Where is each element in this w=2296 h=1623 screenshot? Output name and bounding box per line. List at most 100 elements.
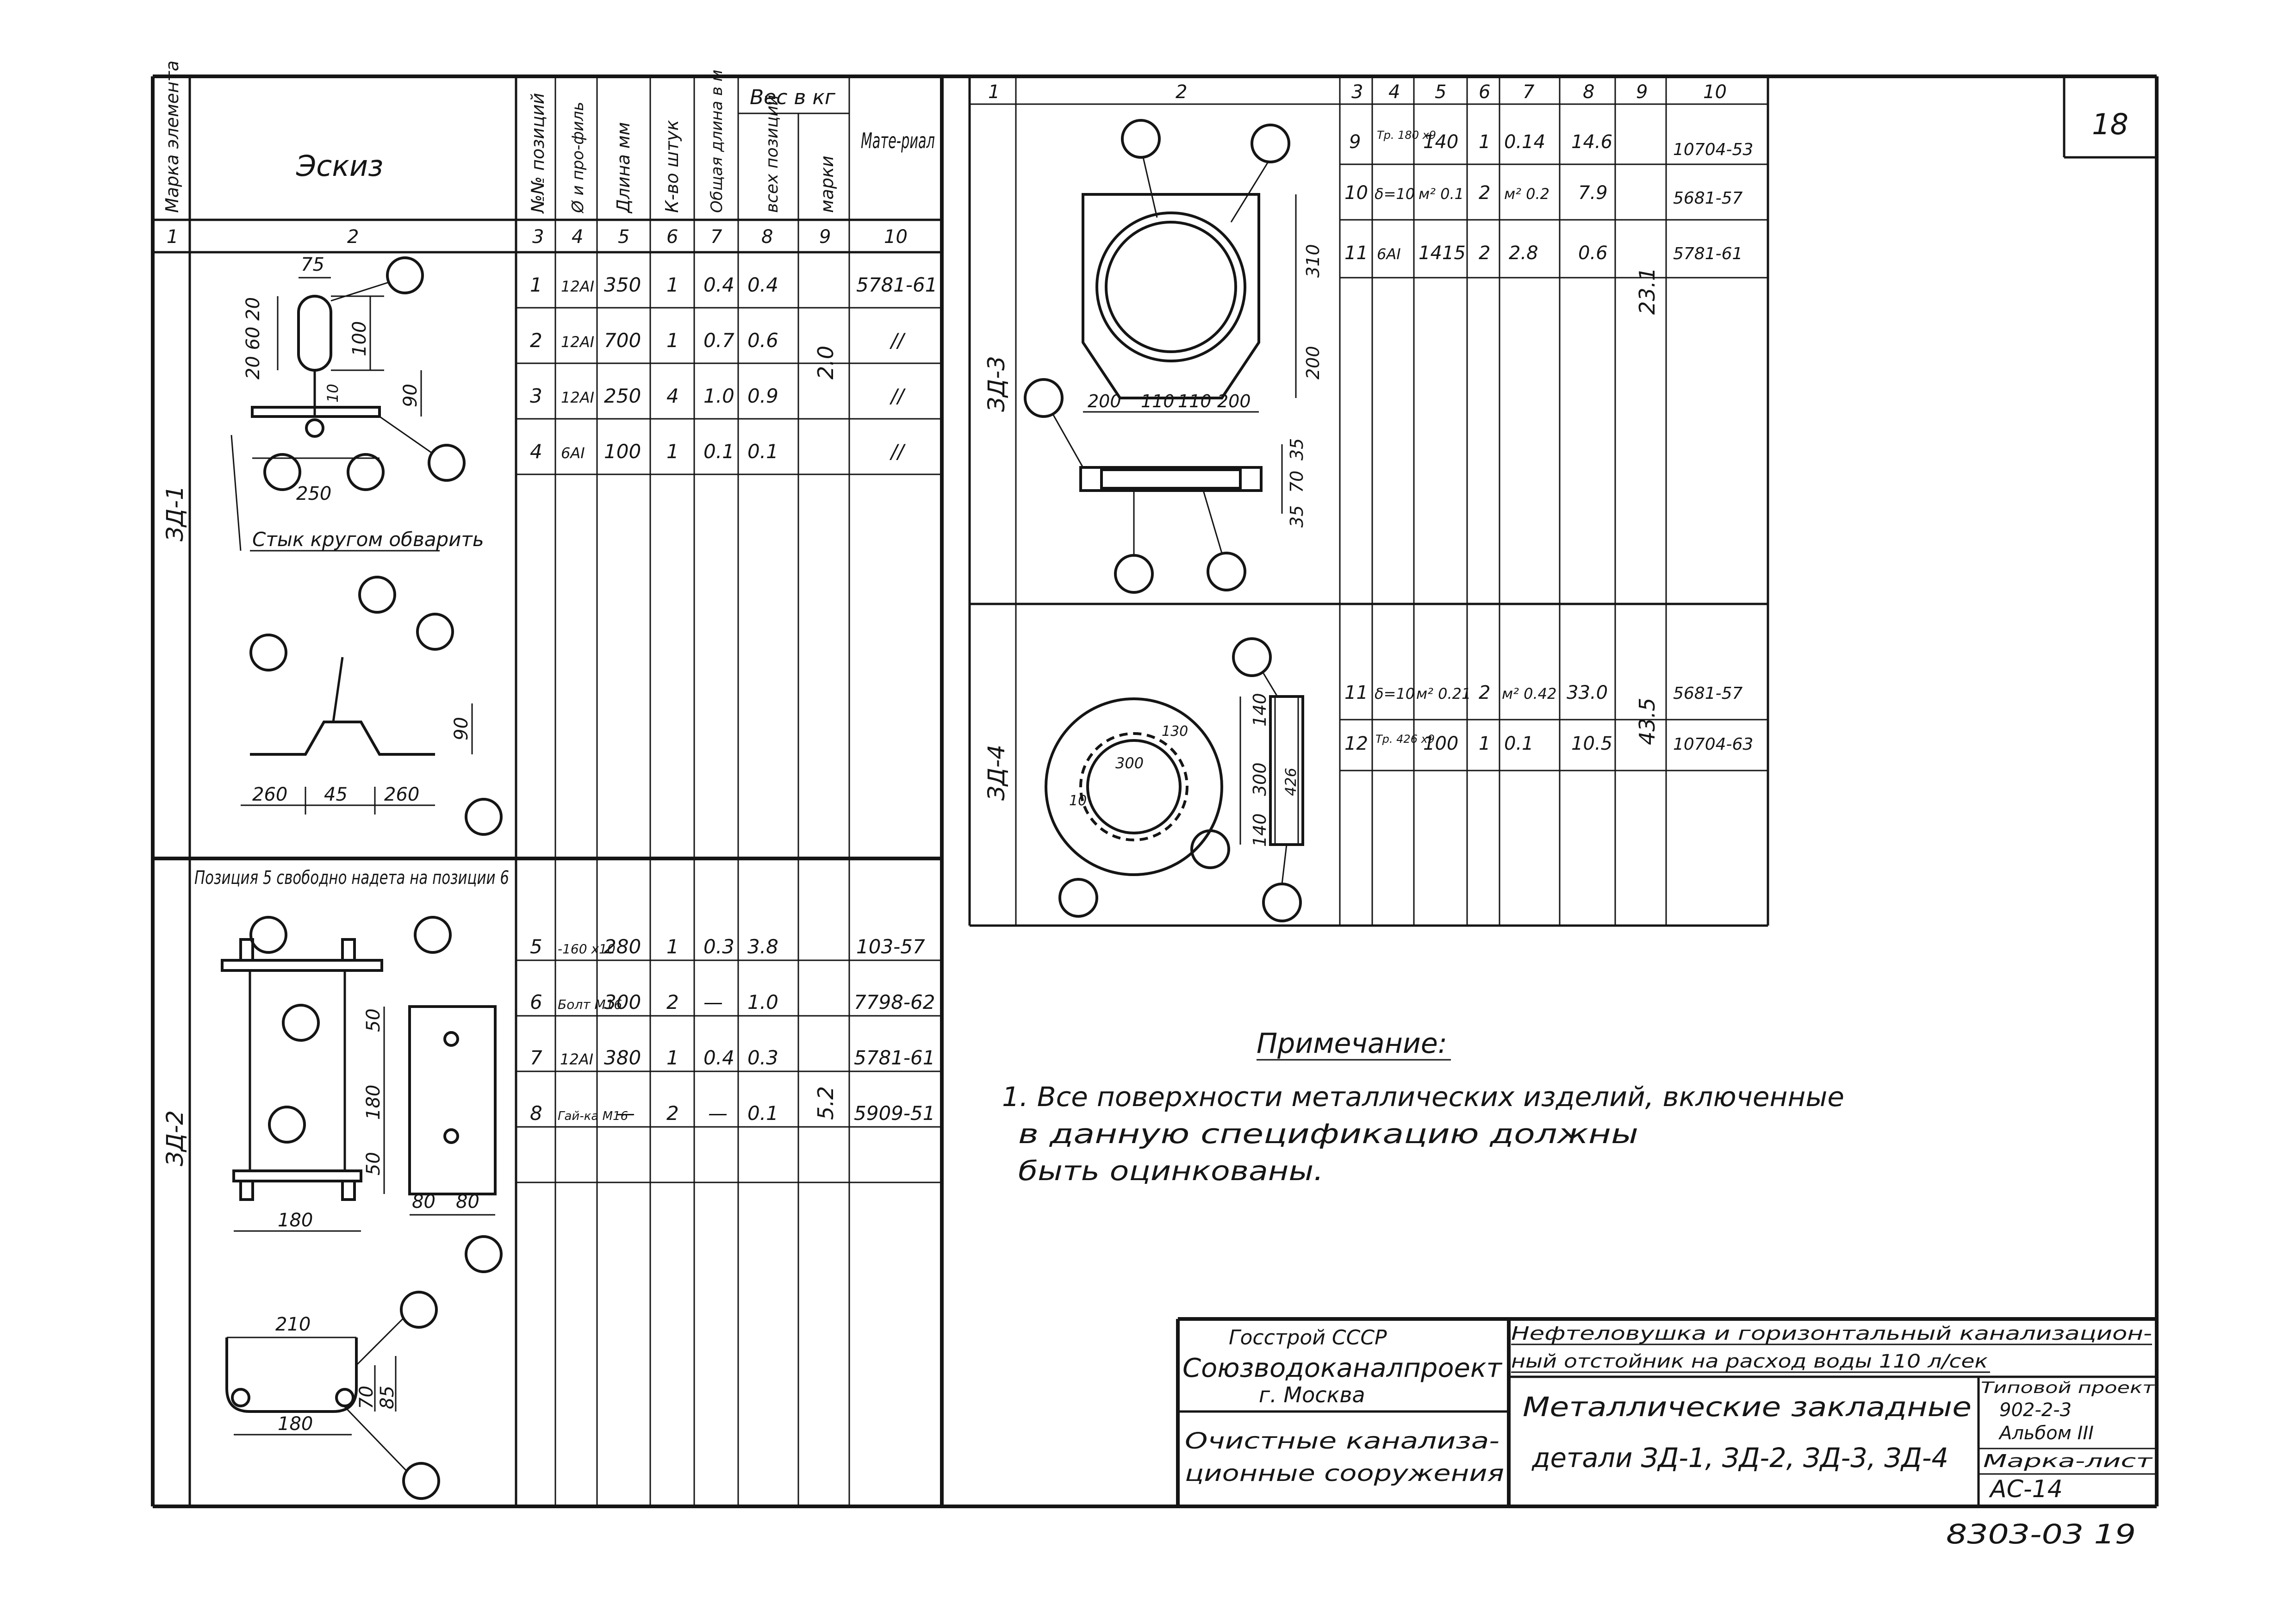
svg-text:8: 8 xyxy=(1583,81,1594,103)
table-row: 11 xyxy=(1344,682,1368,703)
svg-text:0.3: 0.3 xyxy=(747,1046,778,1069)
header-profile: Ø и про-филь xyxy=(569,102,587,214)
svg-text:50: 50 xyxy=(363,1008,384,1032)
note-line-2: в данную спецификацию должны xyxy=(1018,1118,1638,1150)
svg-text:1415: 1415 xyxy=(1419,243,1466,264)
svg-text:2: 2 xyxy=(1176,81,1187,103)
svg-text:380: 380 xyxy=(604,1046,641,1069)
svg-text:33.0: 33.0 xyxy=(1567,682,1608,703)
svg-text:75: 75 xyxy=(301,254,324,275)
svg-text:1: 1 xyxy=(666,1046,679,1069)
svg-text:9: 9 xyxy=(819,226,831,248)
svg-text:0.3: 0.3 xyxy=(703,935,734,958)
svg-text:0.1: 0.1 xyxy=(1504,733,1534,754)
svg-text://: // xyxy=(889,440,906,463)
header-total-length: Общая длина в м xyxy=(708,69,726,213)
header-quantity: К-во штук xyxy=(662,120,682,213)
zd1-weld-note: Стык кругом обварить xyxy=(252,528,484,551)
mark-sheet-label: Марка-лист xyxy=(1983,1451,2153,1471)
svg-text:300: 300 xyxy=(604,991,641,1014)
table-row: 9 xyxy=(1349,131,1361,153)
svg-text:140: 140 xyxy=(1423,131,1458,153)
sheet-number: 18 xyxy=(2092,107,2128,141)
table-row: 6 xyxy=(530,991,542,1014)
svg-text:12AI: 12AI xyxy=(560,1051,593,1068)
sheet-frame xyxy=(151,75,2159,1508)
svg-text:300: 300 xyxy=(1115,754,1144,772)
svg-text:0.9: 0.9 xyxy=(747,385,778,407)
zd3-rows: 9 Тр. 180 x9 140 1 0.14 14.6 10704-53 10… xyxy=(1344,129,1753,264)
svg-text:5681-57: 5681-57 xyxy=(1673,189,1743,208)
project-line-2: ный отстойник на расход воды 110 л/сек xyxy=(1511,1351,1988,1372)
svg-text:-160 x10: -160 x10 xyxy=(558,941,616,957)
svg-text:Гай-ка М16: Гай-ка М16 xyxy=(558,1109,628,1123)
svg-text:0.4: 0.4 xyxy=(747,274,778,296)
svg-text:4: 4 xyxy=(666,385,679,407)
svg-text:12AI: 12AI xyxy=(561,278,594,295)
svg-text:6: 6 xyxy=(666,226,678,248)
svg-text:1: 1 xyxy=(666,274,679,296)
svg-text:6: 6 xyxy=(1479,81,1490,103)
svg-text:0.4: 0.4 xyxy=(703,274,734,296)
bottom-code: 8303-03 19 xyxy=(1946,1518,2136,1550)
table-row: 10 xyxy=(1344,182,1368,204)
title-block-text: Госстрой СССР Союзводоканалпроект г. Мос… xyxy=(1182,1323,2155,1503)
svg-text:7.9: 7.9 xyxy=(1578,182,1608,204)
table-row: 11 xyxy=(1344,243,1368,264)
header-material: Мате-риал xyxy=(861,128,935,153)
svg-text:103-57: 103-57 xyxy=(856,935,925,958)
svg-text:8: 8 xyxy=(761,226,773,248)
svg-text:12AI: 12AI xyxy=(561,333,594,351)
svg-text:5681-57: 5681-57 xyxy=(1673,684,1743,703)
svg-text:—: — xyxy=(708,1102,728,1125)
svg-text:0.7: 0.7 xyxy=(703,329,734,352)
header-mark-element: Марка элемента xyxy=(162,61,182,213)
zd2-rows: 5 -160 x10 280 1 0.3 3.8 103-57 6 Болт М… xyxy=(530,935,935,1125)
svg-text:0.1: 0.1 xyxy=(747,1102,778,1125)
drawing-title-2: детали ЗД-1, ЗД-2, ЗД-3, ЗД-4 xyxy=(1531,1442,1948,1474)
svg-text:200: 200 xyxy=(1217,391,1251,411)
header-weight-mark: марки xyxy=(817,155,837,213)
table-row: 2 xyxy=(530,329,542,352)
svg-text:7798-62: 7798-62 xyxy=(854,991,935,1014)
svg-text:35: 35 xyxy=(1287,505,1307,528)
svg-text:2.8: 2.8 xyxy=(1509,243,1538,264)
header-position: №№ позиций xyxy=(528,93,548,214)
table-row: 8 xyxy=(530,1102,542,1125)
general-note: Примечание: 1. Все поверхности металличе… xyxy=(1002,1027,1844,1187)
svg-text:260: 260 xyxy=(384,784,419,805)
drawing-title-1: Металлические закладные xyxy=(1523,1391,1972,1423)
zd1-rows: 1 12AI 350 1 0.4 0.4 5781-61 2 12AI 700 … xyxy=(530,274,938,463)
svg-text:м² 0.2: м² 0.2 xyxy=(1504,185,1549,203)
svg-text:5781-61: 5781-61 xyxy=(854,1046,935,1069)
zd2-total-weight: 5.2 xyxy=(813,1086,838,1120)
zd1-sketch-dims: 75 20 60 20 100 10 90 250 260 45 260 90 xyxy=(243,254,472,805)
svg-text:5909-51: 5909-51 xyxy=(854,1102,935,1125)
org-gosstroy: Госстрой СССР xyxy=(1229,1326,1387,1349)
table-row: 12 xyxy=(1344,733,1368,754)
svg-text:м² 0.1: м² 0.1 xyxy=(1419,185,1464,203)
title-block-grid xyxy=(1176,1317,2157,1506)
svg-text:100: 100 xyxy=(1423,733,1458,754)
svg-text:70: 70 xyxy=(356,1386,377,1409)
svg-text:Тр. 426 x9: Тр. 426 x9 xyxy=(1375,733,1435,746)
svg-text:10: 10 xyxy=(1703,81,1727,103)
svg-text:2: 2 xyxy=(666,1102,679,1125)
svg-text:250: 250 xyxy=(604,385,641,407)
svg-text:12AI: 12AI xyxy=(561,389,594,406)
svg-text:85: 85 xyxy=(377,1386,398,1409)
svg-text:45: 45 xyxy=(324,784,348,805)
svg-text:δ=10: δ=10 xyxy=(1375,685,1415,703)
svg-text:2: 2 xyxy=(1479,182,1490,204)
svg-text:—: — xyxy=(703,991,723,1014)
svg-text:1.0: 1.0 xyxy=(703,385,734,407)
zd4-rows: 11 δ=10 м² 0.21 2 м² 0.42 33.0 5681-57 1… xyxy=(1344,682,1753,754)
table-row: 3 xyxy=(530,385,542,407)
svg-text:м² 0.42: м² 0.42 xyxy=(1502,685,1556,703)
type-project-label: Типовой проект xyxy=(1981,1379,2155,1397)
svg-text:δ=10: δ=10 xyxy=(1375,185,1415,203)
svg-text:5: 5 xyxy=(1435,81,1446,103)
table-row: 1 xyxy=(530,274,542,296)
zd4-sketch-dims: 140 300 140 300 130 426 10 xyxy=(1069,693,1300,847)
zd2-position-note: Позиция 5 свободно надета на позиции 6 xyxy=(194,867,509,889)
